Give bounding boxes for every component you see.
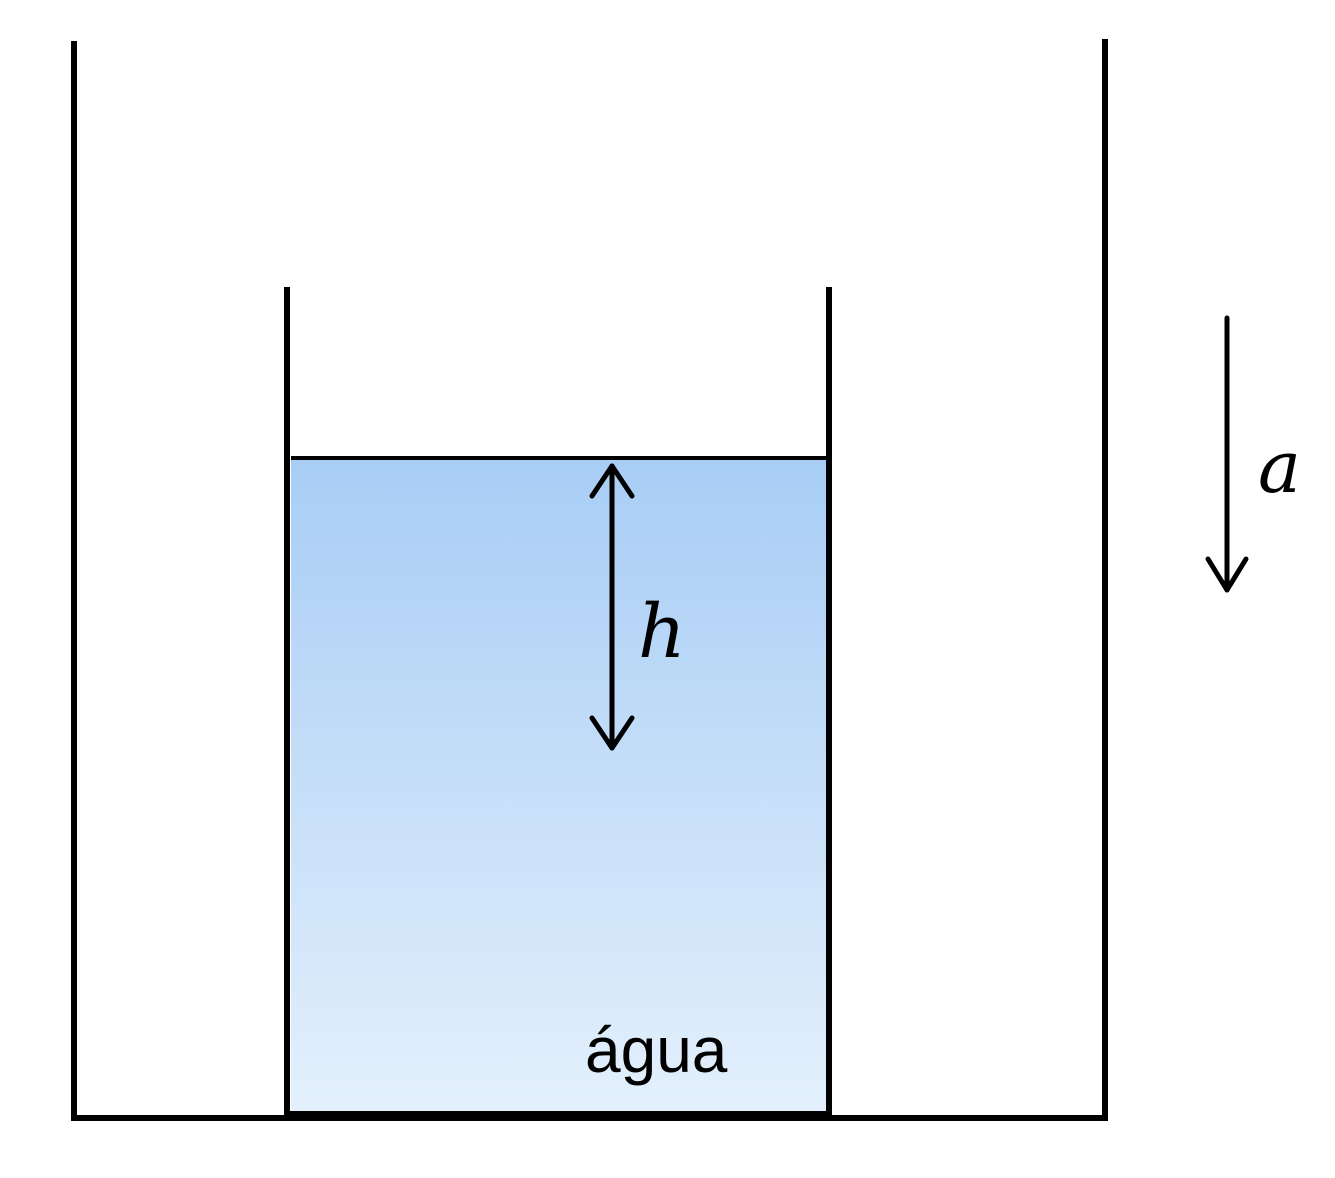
height-arrow-head-up — [589, 463, 635, 499]
outer-container — [71, 39, 1108, 1121]
height-label: h — [638, 589, 686, 675]
height-arrow-head-down — [589, 715, 635, 751]
water-label: água — [585, 1014, 728, 1086]
acceleration-arrow — [1205, 315, 1249, 593]
inner-container — [284, 287, 832, 1117]
height-arrow — [589, 463, 635, 751]
acceleration-arrow-head — [1205, 556, 1249, 593]
acceleration-label: a — [1258, 425, 1301, 509]
water-fill — [291, 458, 828, 1113]
